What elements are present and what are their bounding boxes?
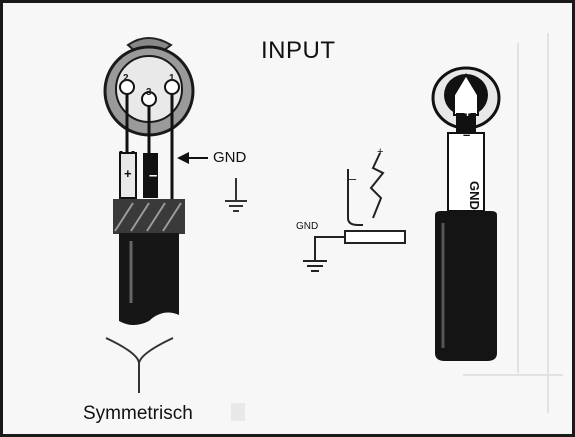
split-symbol	[105, 337, 174, 393]
xlr-pin-1-label: 1	[169, 73, 175, 84]
cable-shield	[113, 199, 185, 234]
xlr-pin-2-label: 2	[123, 73, 129, 84]
xlr-connector	[103, 37, 195, 137]
xlr-minus-label: –	[149, 167, 158, 184]
crop-mark	[231, 403, 245, 421]
diagram-caption: Symmetrisch	[83, 403, 193, 424]
xlr-pin-3-label: 3	[146, 87, 152, 98]
diagram-title: INPUT	[261, 37, 336, 64]
symbol-minus-label: –	[349, 171, 357, 186]
jack-tip-plus-label: +	[464, 106, 472, 120]
xlr-ground-symbol	[225, 178, 247, 212]
jack-plug	[431, 66, 501, 361]
cable-jacket	[119, 233, 179, 325]
minus-wire-sleeve	[143, 153, 158, 198]
xlr-gnd-arrow	[177, 152, 208, 164]
symbol-plus-label: +	[377, 146, 384, 158]
jack-ring-minus-label: –	[463, 127, 471, 142]
input-symbol	[303, 152, 406, 272]
jack-sleeve-gnd-label: GND	[466, 181, 482, 210]
xlr-plus-label: +	[124, 166, 132, 181]
plus-wire-sleeve	[119, 152, 137, 199]
background-lines	[463, 33, 563, 413]
wiring-diagram	[103, 33, 563, 421]
xlr-gnd-label: GND	[213, 149, 247, 166]
symbol-gnd-label: GND	[296, 221, 319, 232]
